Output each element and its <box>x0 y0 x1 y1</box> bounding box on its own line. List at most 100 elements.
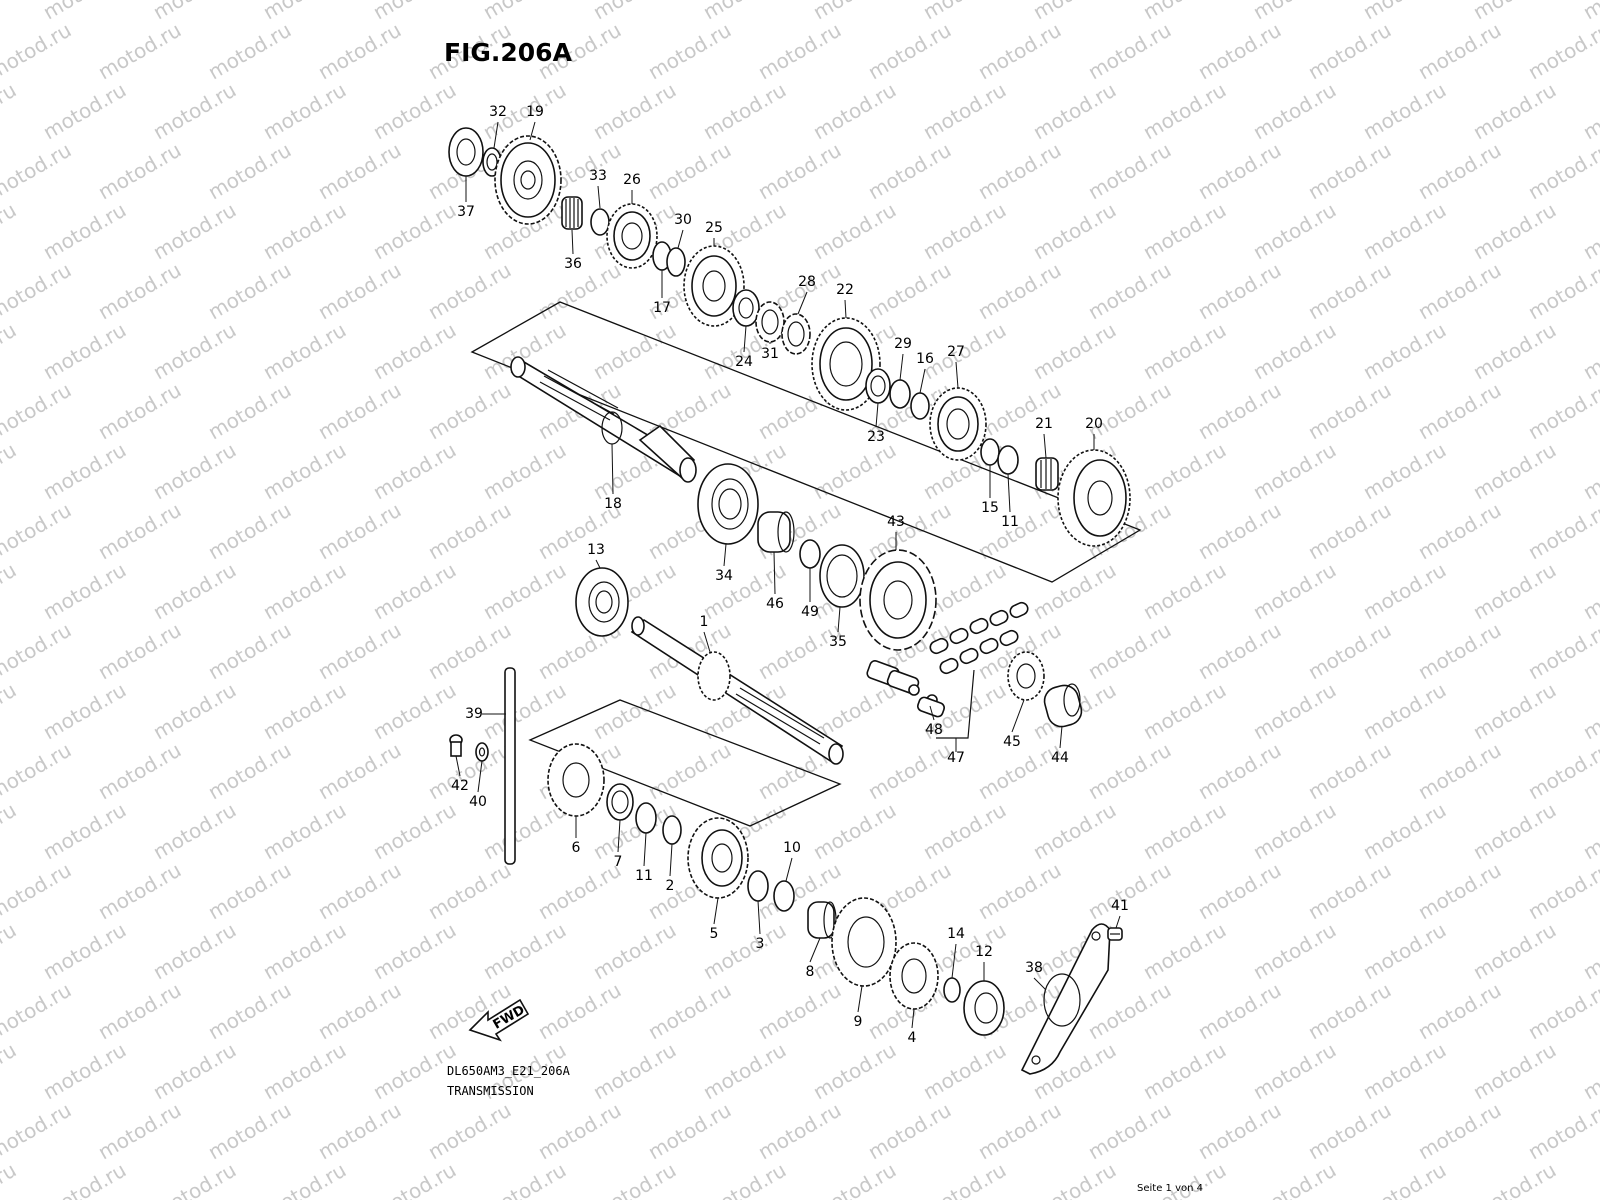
callout-26: 26 <box>623 172 641 188</box>
leader-line-41 <box>1115 915 1121 929</box>
washer-29 <box>889 379 911 409</box>
bushing-23 <box>865 368 891 404</box>
callout-49: 49 <box>801 604 819 620</box>
drive-chain-47 <box>929 601 1029 675</box>
countershaft-group-frame <box>470 301 1142 583</box>
chain-bracket-47 <box>936 669 975 739</box>
leader-line-30 <box>677 229 684 249</box>
leader-line-14 <box>951 943 957 979</box>
callout-5: 5 <box>710 926 719 942</box>
leader-line-11 <box>1007 473 1011 513</box>
leader-line-9 <box>857 985 863 1013</box>
leader-line-44 <box>1059 725 1063 749</box>
countershaft-18 <box>510 356 697 483</box>
callout-16: 16 <box>916 351 934 367</box>
leader-line-13 <box>595 559 601 569</box>
callout-41: 41 <box>1111 898 1129 914</box>
callout-12: 12 <box>975 944 993 960</box>
leader-line-32 <box>493 121 499 149</box>
callout-21: 21 <box>1035 416 1053 432</box>
leader-line-8 <box>809 937 821 963</box>
bolt-42 <box>449 734 463 757</box>
page-indicator: Seite 1 von 4 <box>1137 1183 1203 1194</box>
callout-32: 32 <box>489 104 507 120</box>
leader-line-24 <box>743 325 747 353</box>
circlip-15 <box>980 438 1000 466</box>
shift-rod-39 <box>504 667 516 865</box>
callout-48: 48 <box>925 722 943 738</box>
gear-5 <box>687 817 749 899</box>
leader-line-38 <box>1033 977 1047 991</box>
gear-26 <box>606 203 658 269</box>
callout-4: 4 <box>908 1030 917 1046</box>
callout-11: 11 <box>1001 514 1019 530</box>
bushing-44 <box>1043 683 1083 728</box>
washer-30 <box>666 247 686 277</box>
callout-10: 10 <box>783 840 801 856</box>
callout-27: 27 <box>947 344 965 360</box>
leader-line-27 <box>955 361 959 389</box>
callout-43: 43 <box>887 514 905 530</box>
gear-6 <box>547 743 605 817</box>
bearing-retainer-38 <box>1020 923 1111 1075</box>
washer-10 <box>773 880 795 912</box>
callout-33: 33 <box>589 168 607 184</box>
callout-8: 8 <box>806 964 815 980</box>
master-link-48 <box>866 660 946 718</box>
oil-seal-35 <box>819 544 865 608</box>
callout-39: 39 <box>465 706 483 722</box>
callout-19: 19 <box>526 104 544 120</box>
sprocket-43 <box>859 549 937 651</box>
washer-11-lower <box>635 802 657 834</box>
leader-line-3 <box>757 900 761 935</box>
callout-23: 23 <box>867 429 885 445</box>
lock-washer-28 <box>781 313 811 355</box>
callout-9: 9 <box>854 1014 863 1030</box>
callout-35: 35 <box>829 634 847 650</box>
callout-36: 36 <box>564 256 582 272</box>
callout-44: 44 <box>1051 750 1069 766</box>
callout-11: 11 <box>635 868 653 884</box>
o-ring-49 <box>799 539 821 569</box>
leader-line-42 <box>455 755 461 777</box>
bearing-12 <box>963 980 1005 1036</box>
leader-line-23 <box>875 402 879 428</box>
callout-1: 1 <box>700 614 709 630</box>
needle-bearing-21 <box>1035 457 1059 491</box>
leader-line-40 <box>477 760 483 793</box>
callout-20: 20 <box>1085 416 1103 432</box>
gear-9 <box>831 897 897 987</box>
callout-30: 30 <box>674 212 692 228</box>
callout-47: 47 <box>947 750 965 766</box>
lock-washer-31 <box>755 301 785 343</box>
callout-34: 34 <box>715 568 733 584</box>
leader-line-10 <box>785 857 793 882</box>
callout-40: 40 <box>469 794 487 810</box>
callout-46: 46 <box>766 596 784 612</box>
model-code: DL650AM3_E21_206A <box>447 1064 570 1078</box>
leader-line-29 <box>899 353 904 381</box>
leader-line-7 <box>617 819 621 853</box>
screw-41 <box>1107 927 1123 941</box>
callout-15: 15 <box>981 500 999 516</box>
gear-19 <box>494 135 562 225</box>
gear-22 <box>811 317 881 411</box>
bearing-34 <box>697 463 759 545</box>
leader-line-11 <box>643 832 647 867</box>
leader-line-48 <box>929 705 935 721</box>
callout-37: 37 <box>457 204 475 220</box>
callout-28: 28 <box>798 274 816 290</box>
callout-6: 6 <box>572 840 581 856</box>
gear-4 <box>889 942 939 1010</box>
callout-42: 42 <box>451 778 469 794</box>
spacer-46 <box>757 511 795 553</box>
callout-7: 7 <box>614 854 623 870</box>
bearing-13 <box>575 567 629 637</box>
leader-line-5 <box>713 897 719 925</box>
callout-29: 29 <box>894 336 912 352</box>
leader-line-4 <box>911 1008 915 1029</box>
circlip-16 <box>910 392 930 420</box>
forward-direction-arrow: FWD <box>468 998 530 1042</box>
